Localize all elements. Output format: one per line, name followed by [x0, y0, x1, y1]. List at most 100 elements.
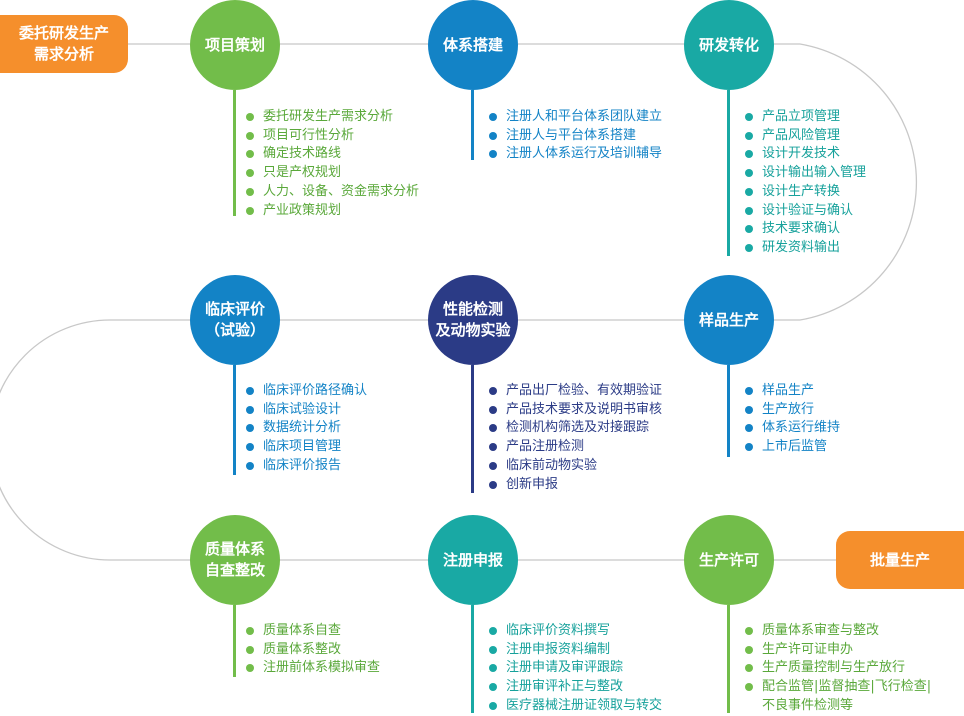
bullet-dot [745, 405, 753, 414]
list-item: 设计输出输入管理 [745, 164, 866, 183]
list-item: 临床试验设计 [246, 401, 367, 420]
stage-production-license: 生产许可 [684, 515, 774, 605]
bullet-dot [246, 443, 254, 452]
list-item: 创新申报 [489, 476, 662, 495]
bullet-dot [246, 424, 254, 433]
list-item: 生产质量控制与生产放行 [745, 659, 931, 678]
list-item: 确定技术路线 [246, 145, 419, 164]
list-item: 数据统计分析 [246, 419, 367, 438]
list-item: 临床评价资料撰写 [489, 622, 662, 641]
bullet-dot [489, 480, 497, 489]
bullet-dot [246, 627, 254, 635]
bullet-dot [489, 405, 497, 414]
bullet-dot [745, 443, 753, 452]
list-item: 临床前动物实验 [489, 457, 662, 476]
bullet-dot [745, 113, 753, 121]
stage-quality-rectification-list: 质量体系自查 质量体系整改 注册前体系模拟审查 [246, 622, 380, 678]
bullet-dot [489, 424, 497, 433]
bullet-dot [745, 645, 753, 654]
bullet-dot [246, 187, 254, 196]
list-item: 检测机构筛选及对接跟踪 [489, 419, 662, 438]
bullet-dot [745, 169, 753, 178]
list-item: 上市后监管 [745, 438, 840, 457]
bullet-dot [745, 206, 753, 215]
stage-project-planning-stem [233, 90, 236, 216]
list-item: 技术要求确认 [745, 220, 866, 239]
list-item: 设计验证与确认 [745, 202, 866, 221]
stage-rd-transfer-stem [727, 90, 730, 256]
list-item: 只是产权规划 [246, 164, 419, 183]
list-item: 注册人体系运行及培训辅导 [489, 145, 662, 164]
list-item: 体系运行维持 [745, 419, 840, 438]
stage-production-license-stem [727, 605, 730, 713]
bullet-dot [745, 683, 753, 692]
list-item: 样品生产 [745, 382, 840, 401]
stage-sample-production-list: 样品生产 生产放行 体系运行维持 上市后监管 [745, 382, 840, 457]
stage-sample-production: 样品生产 [684, 275, 774, 365]
stage-system-building: 体系搭建 [428, 0, 518, 90]
end-node-mass-production: 批量生产 [836, 531, 964, 589]
list-item: 注册申报资料编制 [489, 641, 662, 660]
bullet-dot [246, 150, 254, 159]
stage-clinical-evaluation-list: 临床评价路径确认 临床试验设计 数据统计分析 临床项目管理 临床评价报告 [246, 382, 367, 476]
list-item: 设计生产转换 [745, 183, 866, 202]
list-item: 生产放行 [745, 401, 840, 420]
bullet-dot [489, 461, 497, 470]
list-item: 临床评价报告 [246, 457, 367, 476]
list-item: 人力、设备、资金需求分析 [246, 183, 419, 202]
bullet-dot [745, 627, 753, 635]
list-item: 产品立项管理 [745, 108, 866, 127]
stage-rd-transfer: 研发转化 [684, 0, 774, 90]
stage-registration-stem [471, 605, 474, 713]
bullet-dot [246, 387, 254, 395]
stage-performance-testing: 性能检测 及动物实验 [428, 275, 518, 365]
list-item: 委托研发生产需求分析 [246, 108, 419, 127]
list-item-continuation: 不良事件检测等 [762, 697, 854, 713]
list-item: 注册前体系模拟审查 [246, 659, 380, 678]
bullet-dot [246, 405, 254, 414]
bullet-dot [246, 664, 254, 673]
stage-clinical-evaluation-stem [233, 365, 236, 475]
list-item: 配合监管|监督抽查|飞行检查| [745, 678, 931, 697]
list-item: 产业政策规划 [246, 202, 419, 221]
stage-performance-testing-stem [471, 365, 474, 493]
list-item: 项目可行性分析 [246, 127, 419, 146]
list-item: 注册申请及审评跟踪 [489, 659, 662, 678]
bullet-dot [745, 150, 753, 159]
bullet-dot [745, 387, 753, 395]
bullet-dot [745, 424, 753, 433]
stage-sample-production-stem [727, 365, 730, 457]
bullet-dot [745, 664, 753, 673]
bullet-dot [489, 664, 497, 673]
list-item: 产品技术要求及说明书审核 [489, 401, 662, 420]
list-item: 医疗器械注册证领取与转交 [489, 697, 662, 716]
stage-registration-list: 临床评价资料撰写 注册申报资料编制 注册申请及审评跟踪 注册审评补正与整改 医疗… [489, 622, 662, 716]
list-item: 产品出厂检验、有效期验证 [489, 382, 662, 401]
bullet-dot [745, 243, 753, 252]
bullet-dot [489, 443, 497, 452]
bullet-dot [246, 206, 254, 215]
stage-quality-rectification: 质量体系 自查整改 [190, 515, 280, 605]
bullet-dot [246, 131, 254, 140]
list-item: 质量体系整改 [246, 641, 380, 660]
list-item: 生产许可证申办 [745, 641, 931, 660]
bullet-dot [745, 131, 753, 140]
bullet-dot [489, 387, 497, 395]
list-item: 临床项目管理 [246, 438, 367, 457]
list-item: 研发资料输出 [745, 239, 866, 258]
stage-rd-transfer-list: 产品立项管理 产品风险管理 设计开发技术 设计输出输入管理 设计生产转换 设计验… [745, 108, 866, 258]
bullet-dot [246, 113, 254, 121]
bullet-dot [489, 150, 497, 159]
stage-registration: 注册申报 [428, 515, 518, 605]
list-item: 产品注册检测 [489, 438, 662, 457]
stage-production-license-list: 质量体系审查与整改 生产许可证申办 生产质量控制与生产放行 配合监管|监督抽查|… [745, 622, 931, 716]
stage-project-planning-list: 委托研发生产需求分析 项目可行性分析 确定技术路线 只是产权规划 人力、设备、资… [246, 108, 419, 220]
list-item: 设计开发技术 [745, 145, 866, 164]
bullet-dot [489, 683, 497, 692]
bullet-dot [489, 131, 497, 140]
list-item: 临床评价路径确认 [246, 382, 367, 401]
list-item: 质量体系审查与整改 [745, 622, 931, 641]
stage-quality-rectification-stem [233, 605, 236, 677]
list-item: 注册人与平台体系搭建 [489, 127, 662, 146]
list-item: 质量体系自查 [246, 622, 380, 641]
